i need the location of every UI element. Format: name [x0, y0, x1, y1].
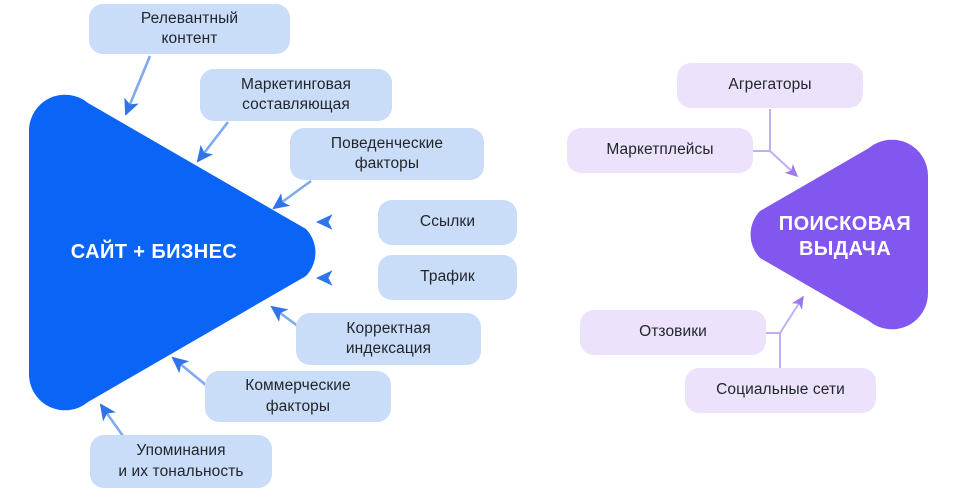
- node-label: Трафик: [420, 268, 475, 286]
- edge-relevant-content: [124, 55, 152, 116]
- edge-top-junction-to-hub: [769, 150, 799, 178]
- node-traffic[interactable]: Трафик: [378, 255, 517, 300]
- node-label: Ссылки: [419, 213, 476, 231]
- edge-behavioral-factors: [272, 179, 312, 210]
- node-links[interactable]: Ссылки: [378, 200, 517, 245]
- hub-label-site-business: САЙТ + БИЗНЕС: [70, 241, 238, 263]
- node-mentions-sentiment[interactable]: Упоминания и их тональность: [90, 435, 272, 488]
- node-label: Релевантный контент: [140, 9, 239, 47]
- node-label: Поведенческие факторы: [330, 134, 444, 172]
- node-social-networks[interactable]: Социальные сети: [685, 368, 876, 413]
- node-review-sites[interactable]: Отзовики: [580, 310, 766, 355]
- edge-marketing-component: [196, 121, 230, 163]
- node-marketing-component[interactable]: Маркетинговая составляющая: [200, 69, 392, 121]
- node-label: Маркетплейсы: [606, 141, 714, 159]
- hub-label-search-results: ПОИСКОВАЯ ВЫДАЧА: [778, 213, 912, 260]
- edge-bottom-junction-to-hub: [779, 295, 804, 334]
- node-label: Коммерческие факторы: [245, 377, 351, 415]
- node-relevant-content[interactable]: Релевантный контент: [89, 4, 290, 54]
- node-label: Социальные сети: [716, 381, 845, 399]
- node-commercial-factors[interactable]: Коммерческие факторы: [205, 371, 391, 422]
- node-label: Маркетинговая составляющая: [240, 75, 351, 113]
- node-label: Упоминания и их тональность: [118, 442, 244, 480]
- node-label: Отзовики: [639, 323, 707, 341]
- node-aggregators[interactable]: Агрегаторы: [677, 63, 863, 108]
- node-label: Корректная индексация: [345, 319, 432, 357]
- node-label: Агрегаторы: [728, 76, 812, 94]
- node-behavioral-factors[interactable]: Поведенческие факторы: [290, 128, 484, 180]
- node-marketplaces[interactable]: Маркетплейсы: [567, 128, 753, 173]
- node-correct-indexing[interactable]: Корректная индексация: [296, 313, 481, 365]
